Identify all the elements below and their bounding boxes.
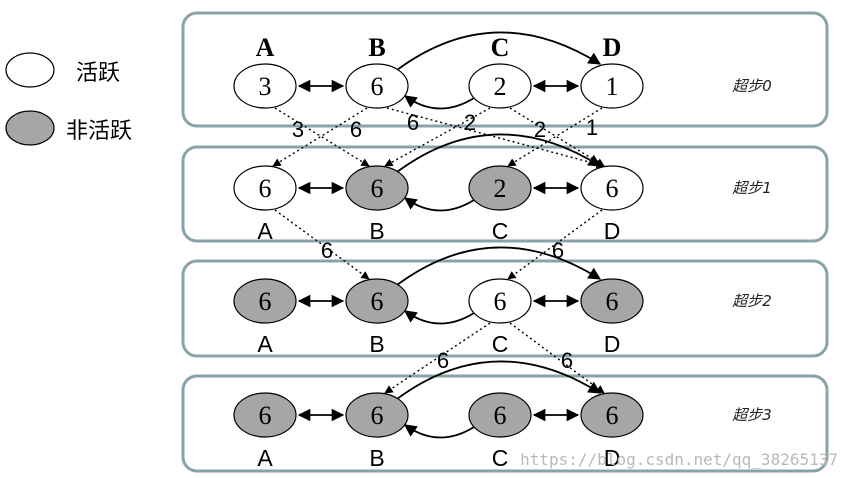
vertex-b [345, 63, 409, 109]
message-value: 1 [586, 115, 598, 140]
vertex-name: B [369, 218, 384, 244]
vertex-value: 6 [606, 174, 619, 203]
vertex-d [580, 278, 644, 324]
message-arrow [509, 107, 605, 167]
edge-b-d [396, 246, 602, 286]
vertex-d [580, 63, 644, 109]
vertex-c [468, 278, 532, 324]
message-layer: 3 6 6 2 1 2 6 6 6 6 [272, 107, 605, 394]
vertex-value: 6 [494, 287, 507, 316]
vertex-name: A [257, 331, 273, 357]
node-layer: 3A6B2C1D超步06A6B2C6D超步16A6B6C6D超步26A6B6C6… [233, 33, 772, 471]
superstep-label: 超步1 [732, 179, 772, 197]
vertex-name: C [492, 331, 509, 357]
message-arrow [272, 107, 368, 167]
vertex-name: C [491, 33, 510, 62]
vertex-d [580, 165, 644, 211]
edge-layer [297, 31, 602, 439]
vertex-value: 6 [259, 174, 272, 203]
vertex-name: D [604, 218, 621, 244]
vertex-name: D [604, 331, 621, 357]
message-arrow [274, 107, 370, 167]
vertex-value: 2 [494, 174, 507, 203]
superstep-label: 超步2 [732, 292, 772, 310]
message-value: 2 [534, 117, 546, 142]
vertex-value: 6 [606, 287, 619, 316]
vertex-name: A [256, 33, 275, 62]
vertex-d [580, 392, 644, 438]
vertex-value: 6 [494, 401, 507, 430]
vertex-value: 6 [371, 401, 384, 430]
vertex-value: 6 [371, 174, 384, 203]
edge-c-b [403, 310, 475, 325]
legend-active-label: 活跃 [76, 61, 120, 86]
legend: 活跃 非活跃 [5, 52, 132, 146]
vertex-c [468, 63, 532, 109]
vertex-value: 1 [606, 72, 619, 101]
vertex-name: D [603, 33, 622, 62]
message-arrow [507, 107, 603, 167]
vertex-value: 6 [259, 401, 272, 430]
message-value: 2 [464, 110, 476, 135]
message-value: 6 [350, 117, 362, 142]
edge-b-d [396, 31, 602, 71]
vertex-value: 6 [371, 72, 384, 101]
vertex-b [345, 278, 409, 324]
vertex-name: C [492, 445, 509, 471]
message-value: 6 [561, 348, 573, 373]
edge-b-d [396, 133, 602, 173]
vertex-value: 6 [259, 287, 272, 316]
vertex-a [233, 63, 297, 109]
vertex-name: B [369, 331, 384, 357]
vertex-a [233, 392, 297, 438]
edge-b-d [396, 360, 602, 400]
edge-c-b [403, 197, 475, 212]
message-value: 6 [321, 238, 333, 263]
legend-inactive-swatch [5, 110, 55, 146]
legend-inactive-label: 非活跃 [66, 119, 132, 144]
edge-c-b [403, 424, 475, 439]
vertex-a [233, 278, 297, 324]
superstep-label: 超步0 [732, 77, 772, 95]
vertex-value: 6 [606, 401, 619, 430]
vertex-value: 3 [259, 72, 272, 101]
legend-active-swatch [5, 52, 55, 88]
vertex-b [345, 392, 409, 438]
superstep-label: 超步3 [732, 406, 772, 424]
vertex-value: 6 [371, 287, 384, 316]
message-value: 6 [437, 348, 449, 373]
vertex-name: A [257, 218, 273, 244]
vertex-b [345, 165, 409, 211]
vertex-value: 2 [494, 72, 507, 101]
vertex-c [468, 165, 532, 211]
vertex-name: C [492, 218, 509, 244]
vertex-name: A [257, 445, 273, 471]
message-value: 6 [407, 110, 419, 135]
vertex-name: B [369, 445, 384, 471]
vertex-name: D [604, 445, 621, 471]
watermark: https://blog.csdn.net/qq_38265137 [520, 450, 838, 469]
vertex-name: B [368, 33, 385, 62]
message-arrow [384, 322, 491, 394]
edge-c-b [403, 95, 475, 110]
vertex-a [233, 165, 297, 211]
message-value: 3 [292, 117, 304, 142]
vertex-c [468, 392, 532, 438]
